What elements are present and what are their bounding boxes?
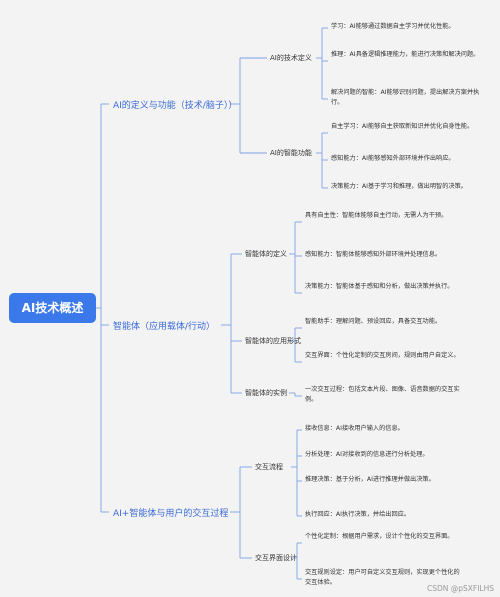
leaf-node[interactable]: 感知能力：AI能够感知外部环境并作出响应。 [331,155,455,162]
branch-2-node-2[interactable]: 智能体的应用形式 [245,337,301,345]
branch-2-node-3[interactable]: 智能体的实例 [245,389,287,397]
leaf-node[interactable]: 决策能力：智能体基于感知和分析，做出决策并执行。 [305,283,454,290]
leaf-node[interactable]: 交互规则设定：用户可自定义交互规则，实现更个性化的交互体验。 [305,569,460,586]
branch-2-node-1[interactable]: 智能体的定义 [245,250,287,258]
branch-1-node-2[interactable]: AI的智能功能 [270,149,312,157]
leaf-node[interactable]: 执行回应：AI执行决策，并给出回应。 [305,511,411,518]
leaf-node[interactable]: 决策能力：AI基于学习和推理，做出明智的决策。 [331,183,467,190]
leaf-node[interactable]: 智能助手：理解问题、预设回应，具备交互功能。 [305,318,442,325]
branch-2[interactable]: 智能体（应用载体/行动） [113,322,216,332]
leaf-node[interactable]: 一次交互过程：包括文本片段、图像、语音数据的交互实例。 [305,386,460,403]
leaf-node[interactable]: 自主学习：AI能够自主获取新知识并优化自身性能。 [331,123,474,130]
branch-1[interactable]: AI的定义与功能（技术/脑子）） [113,101,238,111]
branch-3-node-1[interactable]: 交互流程 [255,463,283,471]
branch-1-node-1[interactable]: AI的技术定义 [270,54,312,62]
leaf-node[interactable]: 具有自主性：智能体能够自主行动，无需人为干预。 [305,212,448,219]
leaf-node[interactable]: 学习：AI能够通过数据自主学习并优化性能。 [331,23,455,30]
branch-3-node-2[interactable]: 交互界面设计 [255,554,297,562]
branch-3[interactable]: AI+智能体与用户的交互过程 [113,509,229,519]
leaf-node[interactable]: 解决问题的智能：AI能够识别问题，提出解决方案并执行。 [331,89,480,106]
leaf-node[interactable]: 推理：AI具备逻辑推理能力，能进行决策和解决问题。 [331,51,480,58]
root-node[interactable]: AI技术概述 [9,293,96,323]
leaf-node[interactable]: 交互界面：个性化定制的交互房间，规则由用户自定义。 [305,352,460,359]
leaf-node[interactable]: 接收信息：AI接收用户输入的信息。 [305,425,404,432]
leaf-node[interactable]: 分析处理：AI对接收到的信息进行分析处理。 [305,451,429,458]
leaf-node[interactable]: 感知能力：智能体能够感知外部环境并处理信息。 [305,251,442,258]
leaf-node[interactable]: 推理决策：基于分析，AI进行推理并做出决策。 [305,476,435,483]
leaf-node[interactable]: 个性化定制：根据用户需求，设计个性化的交互界面。 [305,533,454,540]
watermark: CSDN @pSXFILHS [426,584,494,593]
